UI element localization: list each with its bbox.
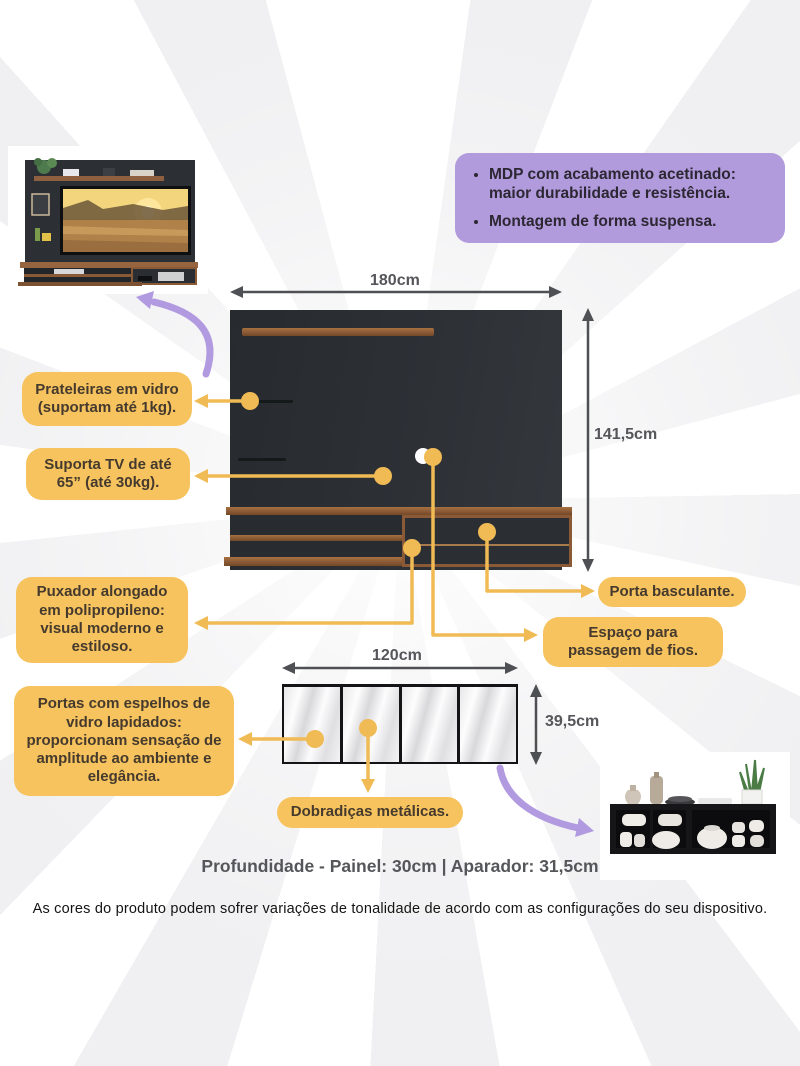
panel-height-label: 141,5cm	[594, 426, 658, 443]
tv-panel-photo-illustration	[8, 146, 208, 294]
mirror-cabinet-diagram	[282, 684, 518, 764]
cabinet-door-front	[405, 518, 569, 564]
product-photo-panel	[8, 146, 208, 294]
mirror-door-3	[401, 687, 458, 762]
callout-puxador: Puxador alongado em polipropileno: visua…	[16, 577, 188, 663]
callout-dobradicas: Dobradiças metálicas.	[277, 797, 463, 828]
color-disclaimer: As cores do produto podem sofrer variaçõ…	[32, 901, 768, 917]
glass-shelf-lower	[238, 458, 286, 461]
feature-item: MDP com acabamento acetinado: maior dura…	[489, 166, 771, 203]
cabinet-height-label: 39,5cm	[545, 713, 600, 730]
cabinet-handle	[405, 544, 569, 546]
panel-base-top-shelf	[226, 507, 572, 515]
panel-top-shelf	[242, 328, 434, 336]
purple-curved-arrow-bottom	[496, 764, 582, 832]
mirror-door-2	[342, 687, 399, 762]
glass-shelf-upper	[253, 400, 293, 403]
panel-width-label: 180cm	[370, 272, 420, 289]
callout-porta-basculante: Porta basculante.	[598, 577, 746, 607]
callout-suporta-tv: Suporta TV de até 65” (até 30kg).	[26, 448, 190, 500]
cabinet-width-label: 120cm	[372, 647, 422, 664]
dimension-arrow-39	[530, 684, 542, 765]
sideboard-photo-illustration	[600, 752, 790, 880]
features-box: MDP com acabamento acetinado: maior dura…	[455, 153, 785, 243]
callout-portas-espelhos: Portas com espelhos de vidro lapidados: …	[14, 686, 234, 796]
mirror-door-1	[284, 687, 340, 762]
callout-espaco-fios: Espaço para passagem de fios.	[543, 617, 723, 667]
callout-prateleiras: Prateleiras em vidro (suportam até 1kg).	[22, 372, 192, 426]
panel-base-cabinet	[402, 515, 572, 567]
product-photo-sideboard	[600, 752, 790, 880]
dimension-arrow-141	[582, 308, 594, 572]
feature-item: Montagem de forma suspensa.	[489, 213, 771, 232]
panel-base-bottom-shelf	[224, 557, 406, 566]
mirror-door-4	[460, 687, 516, 762]
panel-base-middle-shelf	[230, 535, 402, 541]
depth-note: Profundidade - Painel: 30cm | Aparador: …	[201, 856, 599, 876]
purple-curved-arrow-top	[150, 298, 214, 378]
